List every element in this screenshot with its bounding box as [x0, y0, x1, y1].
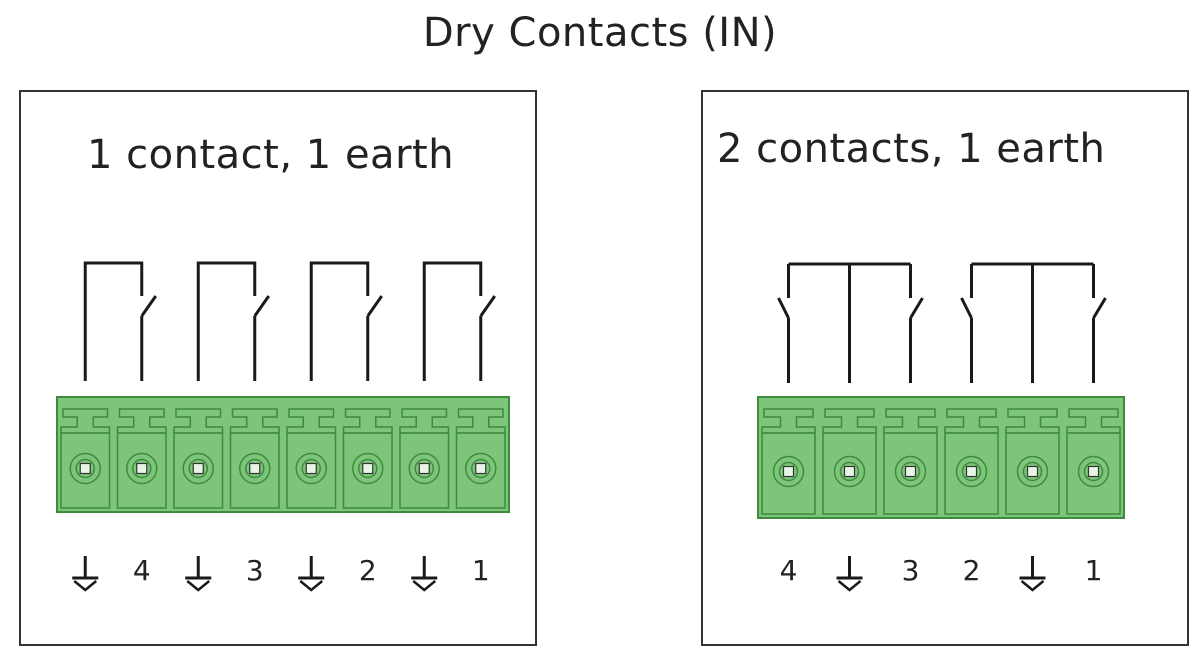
switch-blade [366, 295, 383, 317]
screw-slot [249, 462, 261, 475]
terminal-2 [116, 408, 167, 509]
switch-blade [479, 295, 496, 317]
switch-blade [909, 297, 924, 319]
terminal-6 [1066, 408, 1121, 515]
connector-body [757, 396, 1125, 519]
pin-label-3: 3 [901, 554, 920, 587]
panel-title: 1 contact, 1 earth [87, 132, 455, 178]
switch-fixed-wire [422, 261, 483, 381]
screw-slot [418, 462, 430, 475]
screw-slot [1026, 465, 1039, 478]
pin-label-4: 4 [132, 554, 151, 587]
diagram-title: Dry Contacts (IN) [422, 10, 778, 56]
screw-slot [362, 462, 374, 475]
panel-one-contact: 1 contact, 1 earth [19, 90, 537, 646]
earth-icon [411, 556, 438, 592]
terminal-1 [761, 408, 816, 515]
screw-slot [782, 465, 795, 478]
earth-icon [185, 556, 212, 592]
terminal-4 [944, 408, 999, 515]
switch-fixed-wire [309, 261, 370, 381]
connector-6-pin [757, 396, 1125, 519]
pin-label-2: 2 [962, 554, 981, 587]
pin-label-1: 1 [471, 554, 490, 587]
pin-label-4: 4 [779, 554, 798, 587]
terminal-5 [286, 408, 337, 509]
screw-slot [79, 462, 91, 475]
screw-slot [904, 465, 917, 478]
switch-blade [960, 297, 973, 319]
screw-slot [965, 465, 978, 478]
pin-label-1: 1 [1084, 554, 1103, 587]
switch-blade [253, 295, 270, 317]
screw-slot [475, 462, 487, 475]
switch-blade [777, 297, 790, 319]
terminal-4 [229, 408, 280, 509]
terminal-8 [455, 408, 506, 509]
terminal-6 [342, 408, 393, 509]
screw-slot [1087, 465, 1100, 478]
switch-blade [1092, 297, 1107, 319]
terminal-housing [944, 432, 999, 515]
switch-blade [140, 295, 157, 317]
switch-fixed-wire [196, 261, 257, 381]
screw-slot [843, 465, 856, 478]
earth-icon [298, 556, 325, 592]
screw-slot [136, 462, 148, 475]
screw-slot [305, 462, 317, 475]
earth-icon [1019, 556, 1046, 592]
panel-title: 2 contacts, 1 earth [717, 126, 1106, 172]
pin-label-3: 3 [245, 554, 264, 587]
connector-8-pin [56, 396, 510, 513]
earth-icon [72, 556, 99, 592]
pin-label-2: 2 [358, 554, 377, 587]
earth-icon [836, 556, 863, 592]
switch-fixed-wire [83, 261, 144, 381]
terminal-2 [822, 408, 877, 515]
screw-slot [192, 462, 204, 475]
terminal-5 [1005, 408, 1060, 515]
panel-two-contacts: 2 contacts, 1 earth [701, 90, 1189, 646]
terminal-3 [883, 408, 938, 515]
terminal-1 [60, 408, 111, 509]
terminal-7 [399, 408, 450, 509]
terminal-3 [173, 408, 224, 509]
